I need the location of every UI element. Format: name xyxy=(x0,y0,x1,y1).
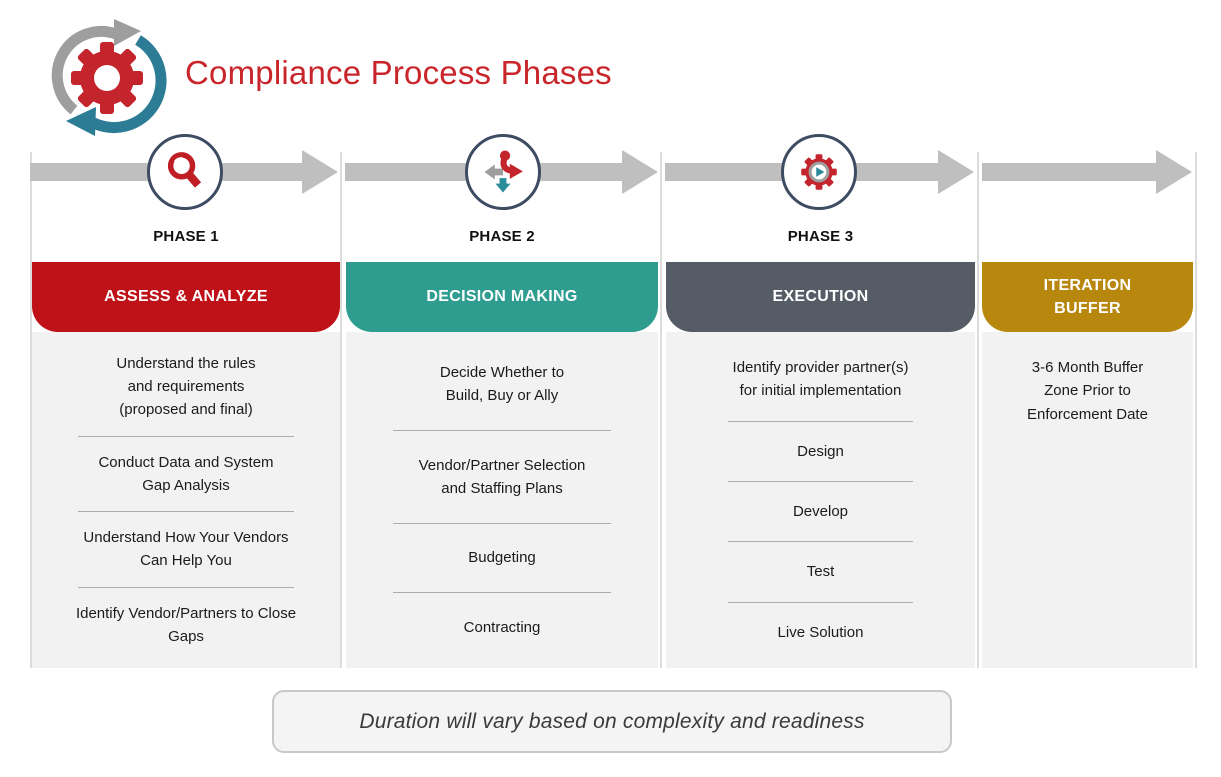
page-title: Compliance Process Phases xyxy=(185,54,612,91)
item-divider xyxy=(727,541,914,543)
phase2-header: DECISION MAKING xyxy=(346,262,658,332)
phase3-label: PHASE 3 xyxy=(787,228,854,245)
phase3-item: Design xyxy=(797,442,844,460)
item-divider xyxy=(727,480,914,482)
iteration-buffer-item: 3-6 Month Buffer Zone Prior to Enforceme… xyxy=(1027,359,1148,423)
item-divider xyxy=(78,586,294,588)
item-divider xyxy=(78,435,294,437)
iteration-buffer-body: 3-6 Month Buffer Zone Prior to Enforceme… xyxy=(982,332,1193,668)
phase2-item: Decide Whether to Build, Buy or Ally xyxy=(439,363,565,404)
duration-note-text: Duration will vary based on complexity a… xyxy=(359,709,865,733)
phase3-item: Develop xyxy=(792,502,849,520)
phase1-item: Understand How Your Vendors Can Help You xyxy=(83,529,289,570)
phase1-label: PHASE 1 xyxy=(153,228,219,245)
phase3-item: Test xyxy=(806,563,835,581)
magnifier-icon xyxy=(167,152,202,188)
phase1-circle xyxy=(147,134,223,210)
phase2-body: Decide Whether to Build, Buy or Ally Ven… xyxy=(346,332,658,668)
item-divider xyxy=(392,522,612,524)
gear-sync-icon xyxy=(48,16,168,138)
iteration-buffer-header: ITERATION BUFFER xyxy=(982,262,1193,332)
item-divider xyxy=(392,429,612,431)
item-divider xyxy=(78,511,294,513)
phase2-label: PHASE 2 xyxy=(469,228,535,245)
duration-note-box: Duration will vary based on complexity a… xyxy=(272,690,952,753)
phase3-item: Live Solution xyxy=(777,623,864,641)
column-separator xyxy=(977,152,979,668)
phase1-item: Understand the rules and requirements (p… xyxy=(116,354,256,419)
phase3-circle xyxy=(781,134,857,210)
phase2-item: Vendor/Partner Selection and Staffing Pl… xyxy=(418,456,586,497)
gear-play-icon xyxy=(801,154,837,190)
phase3-body: Identify provider partner(s) for initial… xyxy=(666,332,975,668)
column-separator xyxy=(340,152,342,668)
item-divider xyxy=(727,601,914,603)
phase3-item: Identify provider partner(s) for initial… xyxy=(732,359,909,400)
item-divider xyxy=(727,420,914,422)
column-separator xyxy=(660,152,662,668)
decision-arrows-icon xyxy=(484,150,523,193)
phase1-item: Conduct Data and System Gap Analysis xyxy=(98,453,274,494)
column-separator xyxy=(1195,152,1197,668)
phase3-header: EXECUTION xyxy=(666,262,975,332)
phase2-item: Contracting xyxy=(463,619,541,637)
timeline-arrows xyxy=(30,150,1192,194)
column-separator xyxy=(30,152,32,668)
phase2-circle xyxy=(465,134,541,210)
phase2-item: Budgeting xyxy=(468,549,536,567)
phase1-body: Understand the rules and requirements (p… xyxy=(32,332,340,668)
item-divider xyxy=(392,592,612,594)
phase1-header: ASSESS & ANALYZE xyxy=(32,262,340,332)
phase1-item: Identify Vendor/Partners to Close Gaps xyxy=(75,604,297,645)
